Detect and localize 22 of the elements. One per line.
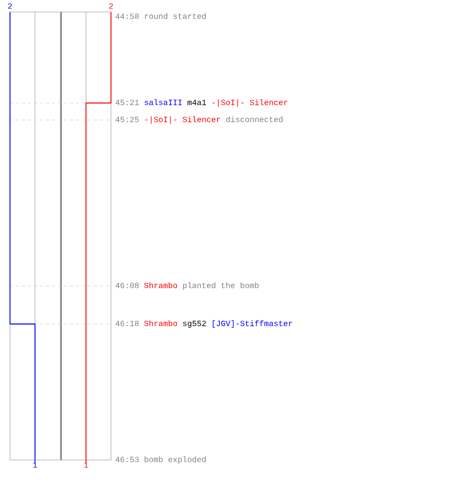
player-name: -|SoI|- Silencer xyxy=(145,116,220,124)
weapon-name: m4a1 xyxy=(188,100,206,106)
player-name: Shrambo xyxy=(144,282,178,288)
player-name: [JGV]-Stiffmaster xyxy=(212,320,292,328)
event-text: bomb exploded xyxy=(144,456,206,464)
weapon-name: sg552 xyxy=(183,320,206,328)
team-count: 2 xyxy=(8,3,12,9)
team-count: 1 xyxy=(84,462,88,468)
event-text: planted the bomb xyxy=(183,282,259,290)
timestamp: 46:53 xyxy=(116,456,139,462)
event-text: disconnected xyxy=(226,116,282,122)
timestamp: 45:21 xyxy=(116,100,139,106)
timestamp: 44:58 xyxy=(116,14,139,19)
team-count: 1 xyxy=(33,462,37,468)
timestamp: 46:08 xyxy=(116,282,139,288)
player-name: salsaIII xyxy=(144,99,182,106)
timestamp: 45:25 xyxy=(116,116,139,122)
player-name: Shrambo xyxy=(144,320,178,326)
event-text: round started xyxy=(144,13,206,19)
timestamp: 46:18 xyxy=(116,320,139,326)
player-name: -|SoI|- Silencer xyxy=(212,99,288,107)
team-count: 2 xyxy=(109,3,113,9)
